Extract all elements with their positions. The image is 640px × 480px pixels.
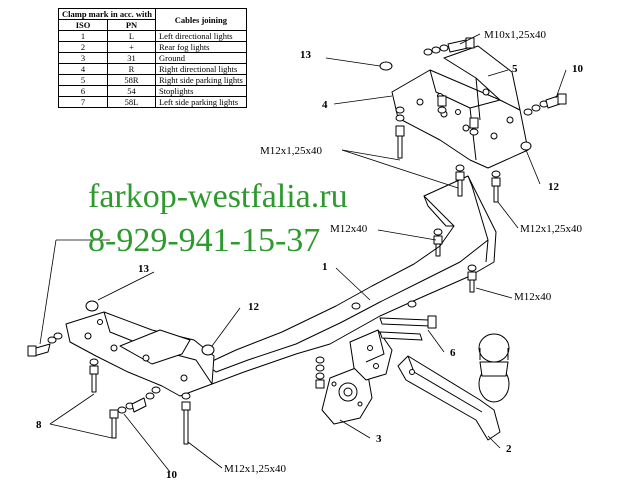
part-label-2: 2	[506, 443, 512, 455]
left-mounting-bracket	[65, 311, 215, 397]
cell-pn: 58L	[107, 96, 156, 108]
main-cross-beam	[205, 175, 497, 385]
spec-m12-upper-right: M12x1,25x40	[520, 223, 583, 235]
part-label-6: 6	[450, 347, 456, 359]
fastener-stack-socket	[315, 300, 417, 389]
spec-m10-top: M10x1,25x40	[484, 29, 547, 41]
part-label-13-top: 13	[300, 49, 312, 61]
part-label-12-right: 12	[548, 181, 560, 193]
socket-plate	[321, 363, 373, 425]
part-label-13-left: 13	[138, 263, 150, 275]
spec-m12-short-right: M12x40	[514, 291, 552, 303]
part-label-5: 5	[512, 63, 518, 75]
spec-m12-short-left: M12x40	[330, 223, 368, 235]
part-label-10-bottom: 10	[166, 469, 178, 480]
part-label-4: 4	[322, 99, 328, 111]
cell-cable: Left side parking lights	[154, 96, 247, 108]
bolt-long	[379, 315, 437, 341]
part-label-3: 3	[376, 433, 382, 445]
fastener-stack-right	[520, 93, 567, 151]
fastener-stack-bracket	[395, 95, 479, 159]
vertical-bolts-center	[433, 164, 501, 293]
spec-m12-upper-left: M12x1,25x40	[260, 145, 323, 157]
spec-m12-bottom: M12x1,25x40	[224, 463, 287, 475]
right-mounting-bracket	[391, 45, 529, 169]
part-label-12-mid: 12	[248, 301, 260, 313]
leader-lines	[39, 33, 567, 473]
cable-table: Clamp mark in acc. with Cables joining I…	[57, 8, 247, 108]
fastener-stack-top	[379, 37, 475, 71]
socket-bracket	[349, 329, 393, 381]
fastener-stack-left	[27, 300, 215, 445]
part-label-1: 1	[322, 261, 328, 273]
watermark-phone: 8-929-941-15-37	[88, 222, 321, 259]
tow-ball-neck	[397, 333, 510, 441]
cell-iso: 7	[57, 96, 109, 108]
part-label-8: 8	[36, 419, 42, 431]
watermark-site: farkop-westfalia.ru	[88, 178, 348, 215]
part-label-10-top: 10	[572, 63, 584, 75]
